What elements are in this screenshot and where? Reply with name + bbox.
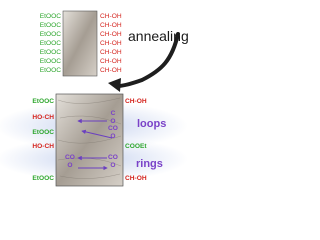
rings-label: rings	[136, 158, 163, 170]
top-right-label: CH-OH	[100, 22, 122, 29]
bottom-left-label: EtOOC	[32, 129, 54, 136]
bottom-left-label: EtOOC	[32, 98, 54, 105]
bottom-left-label: EtOOC	[32, 175, 54, 182]
top-fiber-strip	[62, 10, 98, 77]
bottom-fiber-strip	[55, 93, 124, 187]
bottom-right-label-bottom: O	[110, 133, 115, 140]
bottom-right-label-bottom: O	[110, 118, 115, 125]
bottom-right-label-top: CO	[108, 125, 118, 132]
top-right-label: CH-OH	[100, 67, 122, 74]
annealing-arrowhead	[108, 78, 121, 92]
top-left-label: EtOOC	[40, 58, 61, 65]
fiber-texture	[57, 97, 122, 179]
loops-label: loops	[137, 118, 166, 130]
diagram-canvas: EtOOC EtOOC EtOOC EtOOC EtOOC EtOOC EtOOC CH-OH…	[0, 10, 188, 187]
top-left-label: EtOOC	[40, 31, 61, 38]
bottom-left-label-top: CO	[65, 154, 75, 161]
annealing-label: annealing	[128, 28, 188, 44]
bottom-left-label: HO-CH	[32, 114, 54, 121]
top-right-label: CH-OH	[100, 49, 122, 56]
top-left-label: EtOOC	[40, 40, 61, 47]
bottom-right-label-top: C	[111, 110, 116, 117]
top-right-label: CH-OH	[100, 13, 122, 20]
top-left-label: EtOOC	[40, 67, 61, 74]
top-right-label: CH-OH	[100, 40, 122, 47]
bottom-right-label: COOEt	[125, 143, 147, 150]
annealing-arrow	[116, 32, 180, 88]
top-panel: EtOOC EtOOC EtOOC EtOOC EtOOC EtOOC EtOOC CH-OH…	[40, 10, 122, 77]
top-right-label: CH-OH	[100, 58, 122, 65]
top-left-label: EtOOC	[40, 49, 61, 56]
bond-arrow	[81, 129, 113, 139]
top-left-label: EtOOC	[40, 22, 61, 29]
bottom-left-label: HO-CH	[32, 143, 54, 150]
bottom-right-label-bottom: O	[110, 162, 115, 169]
top-left-label: EtOOC	[40, 13, 61, 20]
bottom-left-label-bottom: O	[67, 162, 72, 169]
bottom-right-label: CH-OH	[125, 175, 147, 182]
bottom-right-label: CH-OH	[125, 98, 147, 105]
bottom-right-label-top: CO	[108, 154, 118, 161]
top-right-label: CH-OH	[100, 31, 122, 38]
